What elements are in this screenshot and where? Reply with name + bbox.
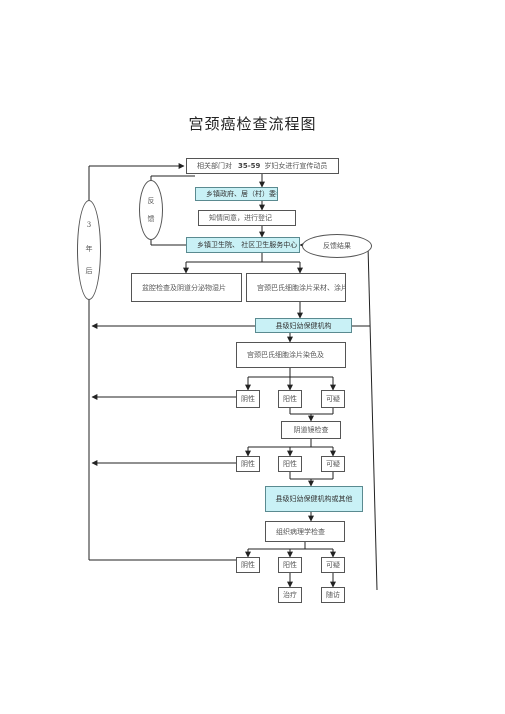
result-suspicious-2: 可疑 <box>321 456 345 472</box>
pap-smear-sampling-label: 宫颈巴氏细胞涂片采材、涂片。 <box>257 283 346 292</box>
result-negative-1-label: 阴性 <box>241 395 255 403</box>
health-center-box: 乡镇卫生院、 社区卫生服务中心 <box>186 237 300 253</box>
mobilize-ages: 35-59 <box>238 162 261 170</box>
result-negative-1: 阴性 <box>236 390 260 408</box>
referral-institution-box: 县级妇幼保健机构或其他 <box>265 486 363 512</box>
county-mch-institution-label: 县级妇幼保健机构 <box>275 321 332 330</box>
result-positive-3-label: 阳性 <box>283 561 297 569</box>
informed-consent-box: 知情同意，进行登记 <box>198 210 296 226</box>
treatment-label: 治疗 <box>283 591 297 599</box>
oval-three-years-later: 3 年 后 <box>77 200 101 300</box>
result-suspicious-1: 可疑 <box>321 390 345 408</box>
mobilize-suffix: 岁妇女进行宣传动员 <box>264 162 328 170</box>
oval-feedback-loop: 反 馈 <box>139 180 163 240</box>
result-negative-3: 阴性 <box>236 557 260 573</box>
result-negative-2-label: 阴性 <box>241 460 255 468</box>
colposcopy-label: 阴道镜检查 <box>293 426 329 434</box>
result-suspicious-3-label: 可疑 <box>326 561 340 569</box>
pap-stain-label: 宫颈巴氏细胞涂片染色及 <box>247 351 324 359</box>
result-positive-3: 阳性 <box>278 557 302 573</box>
pap-stain-box: 宫颈巴氏细胞涂片染色及 <box>236 342 346 368</box>
result-positive-2: 阳性 <box>278 456 302 472</box>
informed-consent-label: 知情同意，进行登记 <box>209 214 272 222</box>
township-government-label: 乡镇政府、居（村）委会 <box>206 190 278 198</box>
feedback-results-label: 反馈结果 <box>323 242 351 250</box>
oval-three-years-char-2: 年 <box>85 245 93 253</box>
result-positive-1: 阳性 <box>278 390 302 408</box>
treatment-box: 治疗 <box>278 587 302 603</box>
health-center-label: 乡镇卫生院、 社区卫生服务中心 <box>197 241 298 249</box>
county-mch-institution-box: 县级妇幼保健机构 <box>255 318 352 333</box>
result-suspicious-1-label: 可疑 <box>326 395 340 403</box>
pathology-box: 组织病理学检查 <box>265 521 345 542</box>
mobilize-prefix: 相关部门对 <box>197 162 232 170</box>
pelvic-exam-box: 盆腔检查及阴道分泌物湿片 <box>131 273 242 302</box>
result-suspicious-2-label: 可疑 <box>326 460 340 468</box>
feedback-results-oval: 反馈结果 <box>302 234 372 258</box>
oval-feedback-char-1: 反 <box>147 197 155 205</box>
mobilize-box: 相关部门对 35-59 岁妇女进行宣传动员 <box>186 158 339 174</box>
result-negative-2: 阴性 <box>236 456 260 472</box>
colposcopy-box: 阴道镜检查 <box>281 421 341 439</box>
oval-three-years-char-3: 后 <box>85 267 93 275</box>
result-positive-2-label: 阳性 <box>283 460 297 468</box>
page-title: 宫颈癌检查流程图 <box>188 115 317 133</box>
pathology-label: 组织病理学检查 <box>276 527 325 536</box>
result-negative-3-label: 阴性 <box>241 561 255 569</box>
result-positive-1-label: 阳性 <box>283 395 297 403</box>
follow-up-box: 随访 <box>321 587 345 603</box>
oval-feedback-char-2: 馈 <box>147 215 155 223</box>
pap-smear-sampling-box: 宫颈巴氏细胞涂片采材、涂片。 <box>246 273 346 302</box>
township-government-box: 乡镇政府、居（村）委会 <box>195 187 278 201</box>
follow-up-label: 随访 <box>326 591 340 599</box>
oval-three-years-char-1: 3 <box>86 221 92 229</box>
result-suspicious-3: 可疑 <box>321 557 345 573</box>
pelvic-exam-label: 盆腔检查及阴道分泌物湿片 <box>142 283 226 292</box>
referral-institution-label: 县级妇幼保健机构或其他 <box>275 495 353 503</box>
